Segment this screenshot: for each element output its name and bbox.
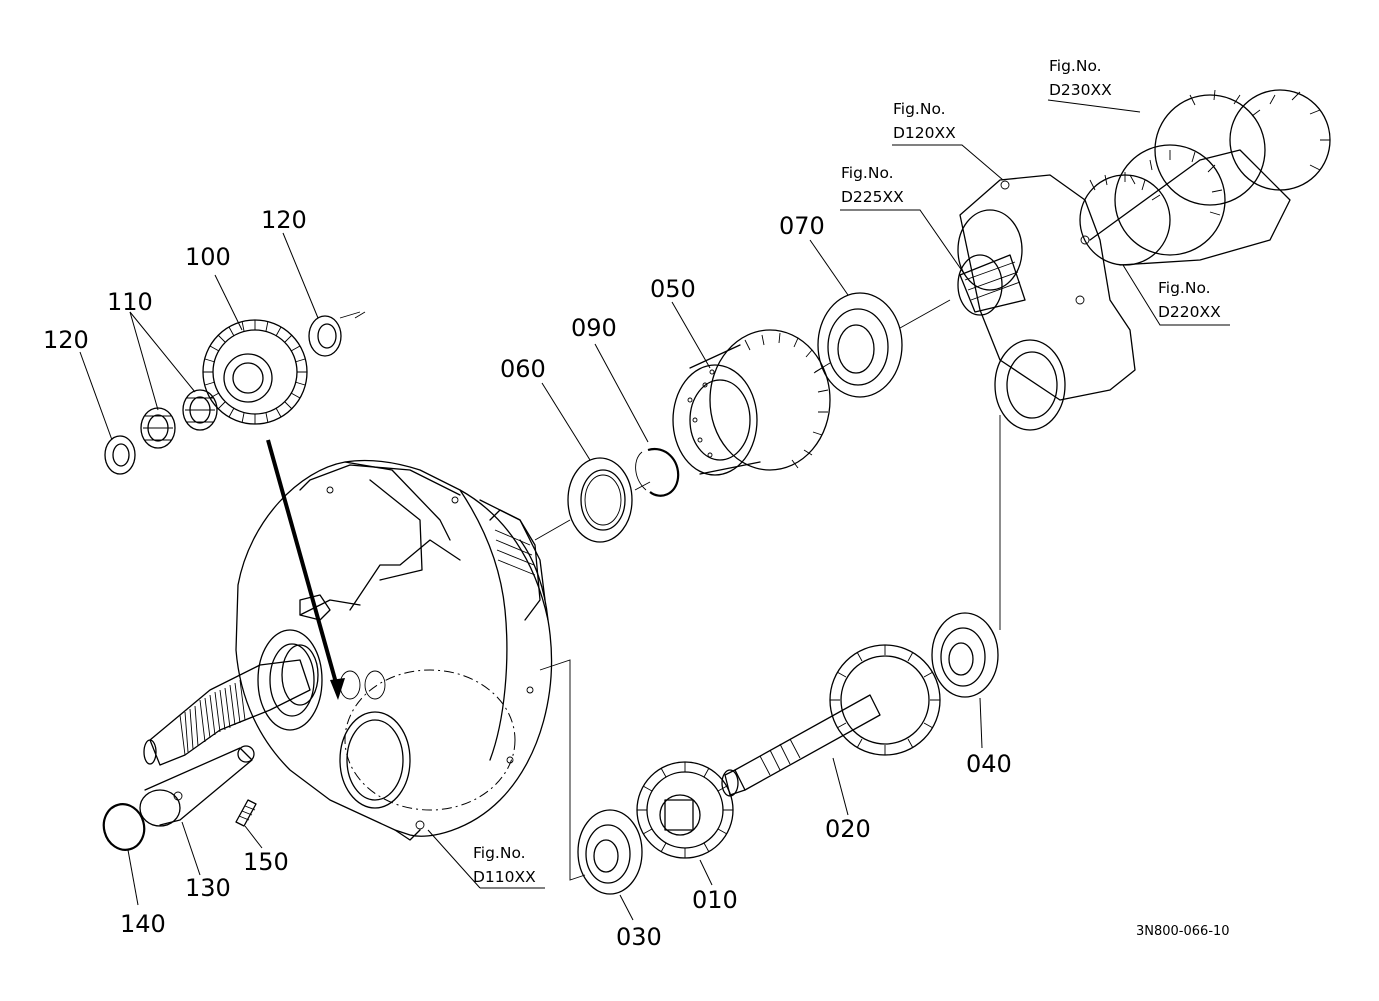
- fig-ref-d230[interactable]: Fig.No. D230XX: [1049, 57, 1112, 99]
- transmission-housing[interactable]: [235, 459, 553, 841]
- fig-ref-d220[interactable]: Fig.No. D220XX: [1158, 279, 1221, 321]
- label-part-120-top[interactable]: 120: [261, 206, 307, 234]
- drawing-code: 3N800-066-10: [1136, 924, 1230, 939]
- fig-ref-d225-line2: D225XX: [841, 188, 904, 206]
- assembly-center-lines: [354, 299, 1001, 881]
- label-part-060[interactable]: 060: [500, 355, 546, 383]
- fig-ref-d110-line2: D110XX: [473, 868, 536, 886]
- leader-lines: [79, 99, 1230, 921]
- label-part-110[interactable]: 110: [107, 288, 153, 316]
- part-labels: 120 100 110 120 060 090 050 070 040 020 …: [43, 206, 1012, 951]
- fig-ref-d110-line1: Fig.No.: [473, 844, 526, 862]
- fig-ref-d220-line2: D220XX: [1158, 303, 1221, 321]
- pin-130[interactable]: [139, 745, 255, 827]
- label-part-070[interactable]: 070: [779, 212, 825, 240]
- label-part-020[interactable]: 020: [825, 815, 871, 843]
- fig-ref-d120-line2: D120XX: [893, 124, 956, 142]
- fig-ref-d225[interactable]: Fig.No. D225XX: [841, 164, 904, 206]
- label-part-090[interactable]: 090: [571, 314, 617, 342]
- assembly-arrow: [266, 439, 345, 700]
- label-part-130[interactable]: 130: [185, 874, 231, 902]
- label-part-030[interactable]: 030: [616, 923, 662, 951]
- fig-ref-d120[interactable]: Fig.No. D120XX: [893, 100, 956, 142]
- gear-100[interactable]: [202, 319, 308, 425]
- label-part-010[interactable]: 010: [692, 886, 738, 914]
- ball-bearing-040[interactable]: [931, 612, 999, 698]
- fig-ref-d110[interactable]: Fig.No. D110XX: [473, 844, 536, 886]
- thrust-washer-120-top[interactable]: [308, 311, 361, 357]
- label-part-120-left[interactable]: 120: [43, 326, 89, 354]
- fig-ref-d220-line1: Fig.No.: [1158, 279, 1211, 297]
- label-part-140[interactable]: 140: [120, 910, 166, 938]
- output-shaft[interactable]: [143, 644, 319, 766]
- clutch-gear-050[interactable]: [672, 329, 831, 476]
- ball-bearing-030[interactable]: [577, 809, 643, 895]
- snap-ring-090[interactable]: [635, 447, 680, 497]
- set-screw-150[interactable]: [235, 799, 257, 827]
- fig-references: Fig.No. D230XX Fig.No. D120XX Fig.No. D2…: [473, 57, 1221, 886]
- fig-ref-d230-line1: Fig.No.: [1049, 57, 1102, 75]
- fig-ref-d120-line1: Fig.No.: [893, 100, 946, 118]
- needle-bearing-110-a[interactable]: [182, 389, 218, 431]
- o-ring-140[interactable]: [99, 800, 150, 855]
- label-part-040[interactable]: 040: [966, 750, 1012, 778]
- ball-bearing-070[interactable]: [817, 292, 903, 398]
- label-part-100[interactable]: 100: [185, 243, 231, 271]
- counter-shaft-020[interactable]: [721, 644, 941, 797]
- fig-ref-d225-line1: Fig.No.: [841, 164, 894, 182]
- needle-bearing-110-b[interactable]: [140, 407, 176, 449]
- fig-ref-d230-line2: D230XX: [1049, 81, 1112, 99]
- thrust-washer-120-left[interactable]: [104, 435, 136, 475]
- rear-housing-assembly[interactable]: [957, 89, 1331, 431]
- oil-seal-060[interactable]: [567, 457, 633, 543]
- label-part-050[interactable]: 050: [650, 275, 696, 303]
- gear-010[interactable]: [636, 761, 734, 859]
- label-part-150[interactable]: 150: [243, 848, 289, 876]
